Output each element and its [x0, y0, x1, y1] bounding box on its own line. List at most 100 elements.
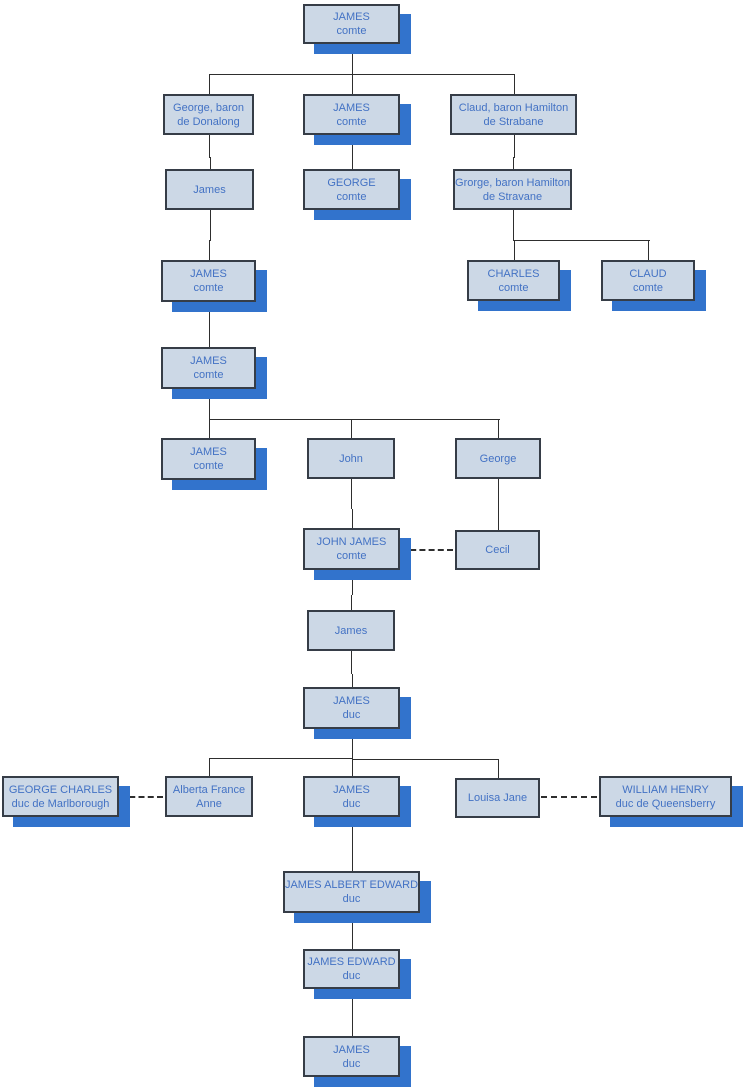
node-name-label: CLAUD	[629, 267, 667, 280]
descent-connector-line	[352, 74, 515, 75]
node-name-label: CHARLES	[487, 267, 540, 280]
descent-connector-line	[513, 157, 514, 169]
node-title-label: comte	[336, 25, 367, 37]
descent-connector-line	[498, 510, 499, 530]
descent-connector-line	[209, 74, 210, 94]
descent-connector-line	[514, 74, 515, 94]
node-title-label: duc	[342, 1057, 361, 1070]
descent-connector-line	[351, 479, 352, 509]
node-title-label: duc	[342, 797, 361, 810]
tree-node-james-5[interactable]: JAMES comte	[161, 347, 256, 389]
descent-connector-line	[351, 595, 352, 610]
descent-connector-line	[498, 479, 499, 510]
tree-node-cecil[interactable]: Cecil	[455, 530, 540, 570]
tree-node-john[interactable]: John	[307, 438, 395, 479]
descent-connector-line	[209, 330, 210, 347]
node-title-label: duc	[342, 970, 361, 982]
node-title-label: de Strabane	[483, 115, 544, 128]
descent-connector-line	[209, 758, 353, 759]
descent-connector-line	[498, 419, 499, 438]
tree-node-louisa[interactable]: Louisa Jane	[455, 778, 540, 818]
node-name-label: JAMES	[190, 446, 227, 458]
tree-node-james-6[interactable]: JAMES comte	[161, 438, 256, 480]
descent-connector-line	[352, 758, 353, 776]
marriage-connector-line	[401, 549, 453, 551]
node-name-label: Louisa Jane	[467, 792, 528, 804]
descent-connector-line	[209, 135, 210, 157]
tree-node-james-albert-edward[interactable]: JAMES ALBERT EDWARD duc	[283, 871, 420, 913]
descent-connector-line	[352, 74, 353, 94]
descent-connector-line	[210, 157, 211, 169]
node-name-label: JAMES	[333, 695, 370, 707]
descent-connector-line	[352, 135, 353, 157]
descent-connector-line	[209, 389, 210, 419]
node-name-label: JAMES	[190, 268, 227, 280]
node-title-label: comte	[336, 115, 367, 128]
node-name-label: JAMES ALBERT EDWARD	[284, 879, 419, 891]
node-name-label: GEORGE CHARLES	[8, 783, 113, 796]
descent-connector-line	[514, 240, 515, 260]
node-title-label: de Stravane	[482, 190, 543, 203]
descent-connector-line	[209, 758, 210, 776]
descent-connector-line	[352, 729, 353, 759]
node-title-label: comte	[193, 460, 224, 472]
descent-connector-line	[209, 240, 211, 241]
node-name-label: James	[334, 624, 368, 637]
descent-connector-line	[513, 157, 515, 158]
descent-connector-line	[352, 936, 353, 949]
node-title-label: comte	[498, 281, 529, 294]
node-name-label: Grorge, baron Hamilton	[455, 176, 570, 189]
node-name-label: George, baron	[173, 101, 244, 114]
node-name-label: James	[193, 183, 226, 196]
node-name-label: WILLIAM HENRY	[622, 783, 709, 796]
descent-connector-line	[352, 1018, 353, 1036]
tree-node-james-7[interactable]: James	[307, 610, 395, 651]
node-name-label: JAMES EDWARD	[307, 956, 396, 968]
tree-node-james-4[interactable]: JAMES comte	[161, 260, 256, 302]
node-title-label: Anne	[196, 797, 222, 810]
descent-connector-line	[648, 240, 649, 260]
descent-connector-line	[352, 989, 353, 1018]
descent-connector-line	[352, 913, 353, 936]
descent-connector-line	[209, 74, 353, 75]
tree-node-george-2[interactable]: George	[455, 438, 541, 479]
node-title-label: duc de Queensberry	[615, 797, 716, 810]
node-name-label: Claud, baron Hamilton	[458, 101, 569, 114]
descent-connector-line	[498, 759, 499, 778]
descent-connector-line	[513, 240, 650, 241]
node-name-label: JAMES	[333, 101, 370, 114]
node-name-label: JAMES	[190, 355, 227, 367]
node-title-label: comte	[633, 281, 663, 294]
node-name-label: GEORGE	[327, 176, 376, 189]
descent-connector-line	[352, 44, 353, 74]
node-title-label: de Donalong	[177, 115, 240, 128]
tree-node-james-3[interactable]: James	[165, 169, 254, 210]
node-title-label: comte	[193, 369, 224, 381]
node-name-label: John	[339, 452, 363, 465]
descent-connector-line	[209, 419, 500, 420]
node-name-label: George	[479, 452, 517, 465]
node-title-label: duc	[342, 893, 361, 905]
node-title-label: duc de Marlborough	[11, 797, 110, 810]
descent-connector-line	[351, 651, 352, 674]
descent-connector-line	[209, 419, 210, 438]
tree-node-james-edward[interactable]: JAMES EDWARD duc	[303, 949, 400, 989]
node-name-label: Alberta France	[172, 783, 246, 796]
node-title-label: comte	[193, 282, 224, 294]
